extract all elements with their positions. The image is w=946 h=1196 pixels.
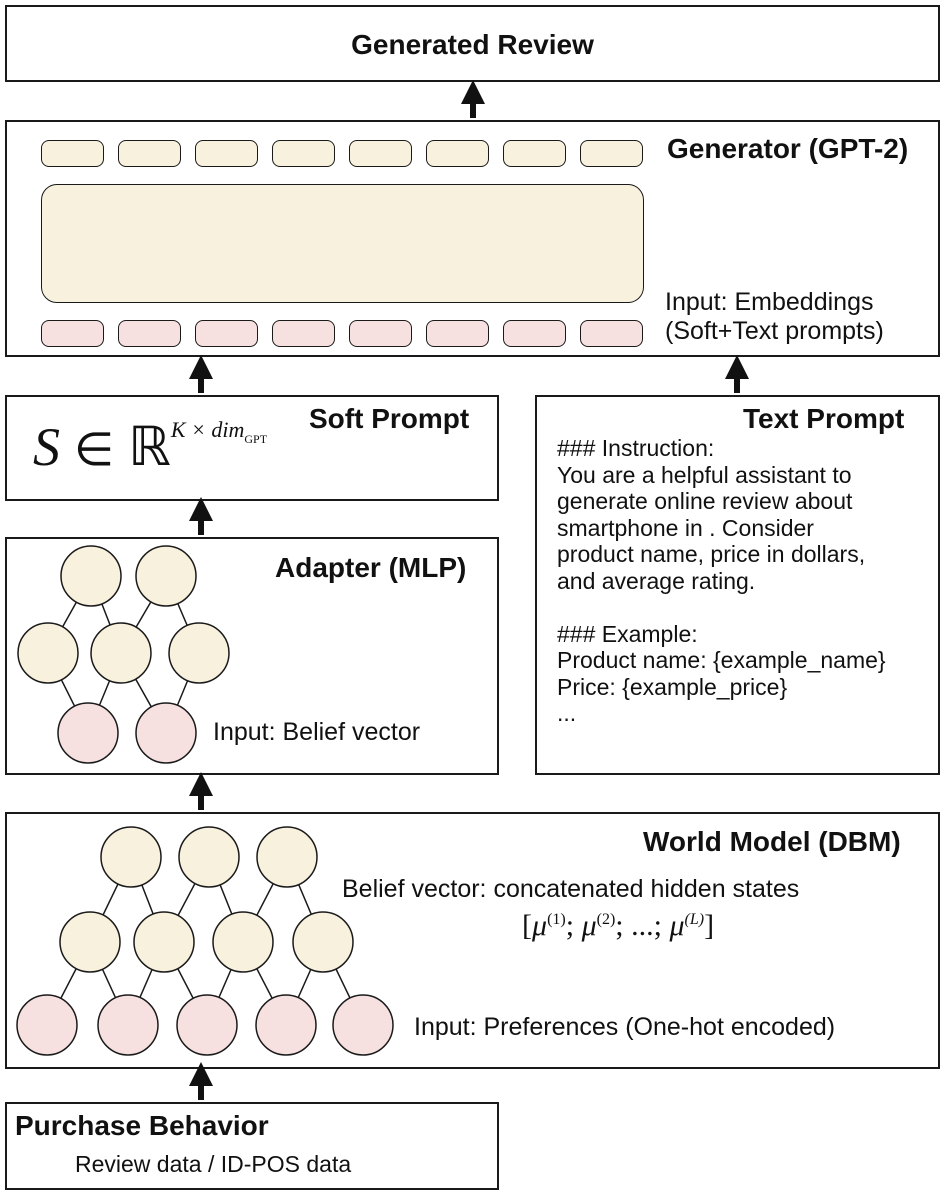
- dbm-input-node: [97, 994, 159, 1056]
- purchase-behavior-subtitle: Review data / ID-POS data: [75, 1151, 352, 1177]
- output-token: [503, 140, 566, 167]
- adapter-input-node: [57, 702, 119, 764]
- output-token: [118, 140, 181, 167]
- adapter-title: Adapter (MLP): [275, 552, 467, 583]
- text-prompt-title: Text Prompt: [743, 403, 905, 434]
- soft-prompt-formula: S ∈ ℝK × dimGPT: [33, 415, 267, 478]
- dbm-hidden-node: [100, 826, 162, 888]
- adapter-hidden-node: [60, 545, 122, 607]
- dbm-hidden-node: [256, 826, 318, 888]
- formula-symbol-s: S: [33, 417, 60, 477]
- adapter-hidden-node: [17, 622, 79, 684]
- generator-input-label-2: (Soft+Text prompts): [665, 317, 884, 345]
- adapter-hidden-node: [90, 622, 152, 684]
- input-embedding-token: [580, 320, 643, 347]
- output-token: [426, 140, 489, 167]
- formula-element-of: ∈: [74, 424, 115, 475]
- generator-input-label-1: Input: Embeddings: [665, 288, 874, 316]
- text-prompt-body: ### Instruction: You are a helpful assis…: [557, 435, 886, 726]
- formula-mu-2: μ: [581, 909, 597, 942]
- adapter-hidden-node: [168, 622, 230, 684]
- belief-vector-label: Belief vector: concatenated hidden state…: [342, 875, 800, 903]
- generator-title: Generator (GPT-2): [667, 133, 909, 164]
- formula-exponent-subscript: GPT: [244, 432, 268, 446]
- world-model-title: World Model (DBM): [643, 826, 901, 857]
- generator-box: Generator (GPT-2) Input: Embeddings (Sof…: [5, 120, 940, 357]
- output-token: [272, 140, 335, 167]
- formula-open-bracket: [: [522, 909, 532, 942]
- output-token: [41, 140, 104, 167]
- soft-prompt-title: Soft Prompt: [309, 403, 470, 434]
- dbm-nodes: [16, 826, 394, 1056]
- generated-review-title: Generated Review: [351, 29, 594, 60]
- transformer-block: [41, 184, 644, 303]
- output-token: [349, 140, 412, 167]
- input-embedding-token: [503, 320, 566, 347]
- adapter-nodes: [17, 545, 230, 764]
- input-embedding-token: [195, 320, 258, 347]
- dbm-input-node: [255, 994, 317, 1056]
- dbm-hidden-node: [133, 911, 195, 973]
- input-embedding-token: [118, 320, 181, 347]
- dbm-input-node: [176, 994, 238, 1056]
- generated-review-box: Generated Review: [5, 5, 940, 82]
- formula-separator: ;: [565, 909, 582, 942]
- dbm-hidden-node: [59, 911, 121, 973]
- world-model-input-label: Input: Preferences (One-hot encoded): [414, 1013, 836, 1041]
- formula-mu-1: μ: [532, 909, 548, 942]
- formula-mu-l: μ: [669, 909, 685, 942]
- input-embedding-token: [349, 320, 412, 347]
- dbm-hidden-node: [292, 911, 354, 973]
- formula-exponent: K × dim: [170, 417, 245, 442]
- text-prompt-box: Text Prompt ### Instruction: You are a h…: [535, 395, 940, 775]
- formula-close-bracket: ]: [704, 909, 715, 942]
- belief-vector-formula: [μ(1); μ(2); ...; μ(L)]: [522, 909, 714, 943]
- formula-sup-2: (2): [596, 911, 616, 928]
- dbm-input-node: [16, 994, 78, 1056]
- input-embedding-token: [272, 320, 335, 347]
- output-token: [580, 140, 643, 167]
- formula-real-set: ℝ: [128, 417, 171, 477]
- formula-sup-l: (L): [684, 911, 705, 928]
- adapter-hidden-node: [135, 545, 197, 607]
- purchase-behavior-title: Purchase Behavior: [15, 1110, 269, 1141]
- dbm-hidden-node: [212, 911, 274, 973]
- dbm-hidden-node: [178, 826, 240, 888]
- adapter-input-node: [135, 702, 197, 764]
- soft-prompt-box: Soft Prompt S ∈ ℝK × dimGPT: [5, 395, 499, 501]
- output-token: [195, 140, 258, 167]
- formula-sup-1: (1): [547, 911, 566, 928]
- input-embedding-token: [426, 320, 489, 347]
- input-embedding-token: [41, 320, 104, 347]
- formula-separator: ;: [615, 909, 632, 942]
- purchase-behavior-box: Purchase Behavior Review data / ID-POS d…: [5, 1102, 499, 1190]
- formula-ellipsis: ...;: [631, 909, 670, 942]
- dbm-input-node: [332, 994, 394, 1056]
- adapter-input-label: Input: Belief vector: [213, 718, 421, 746]
